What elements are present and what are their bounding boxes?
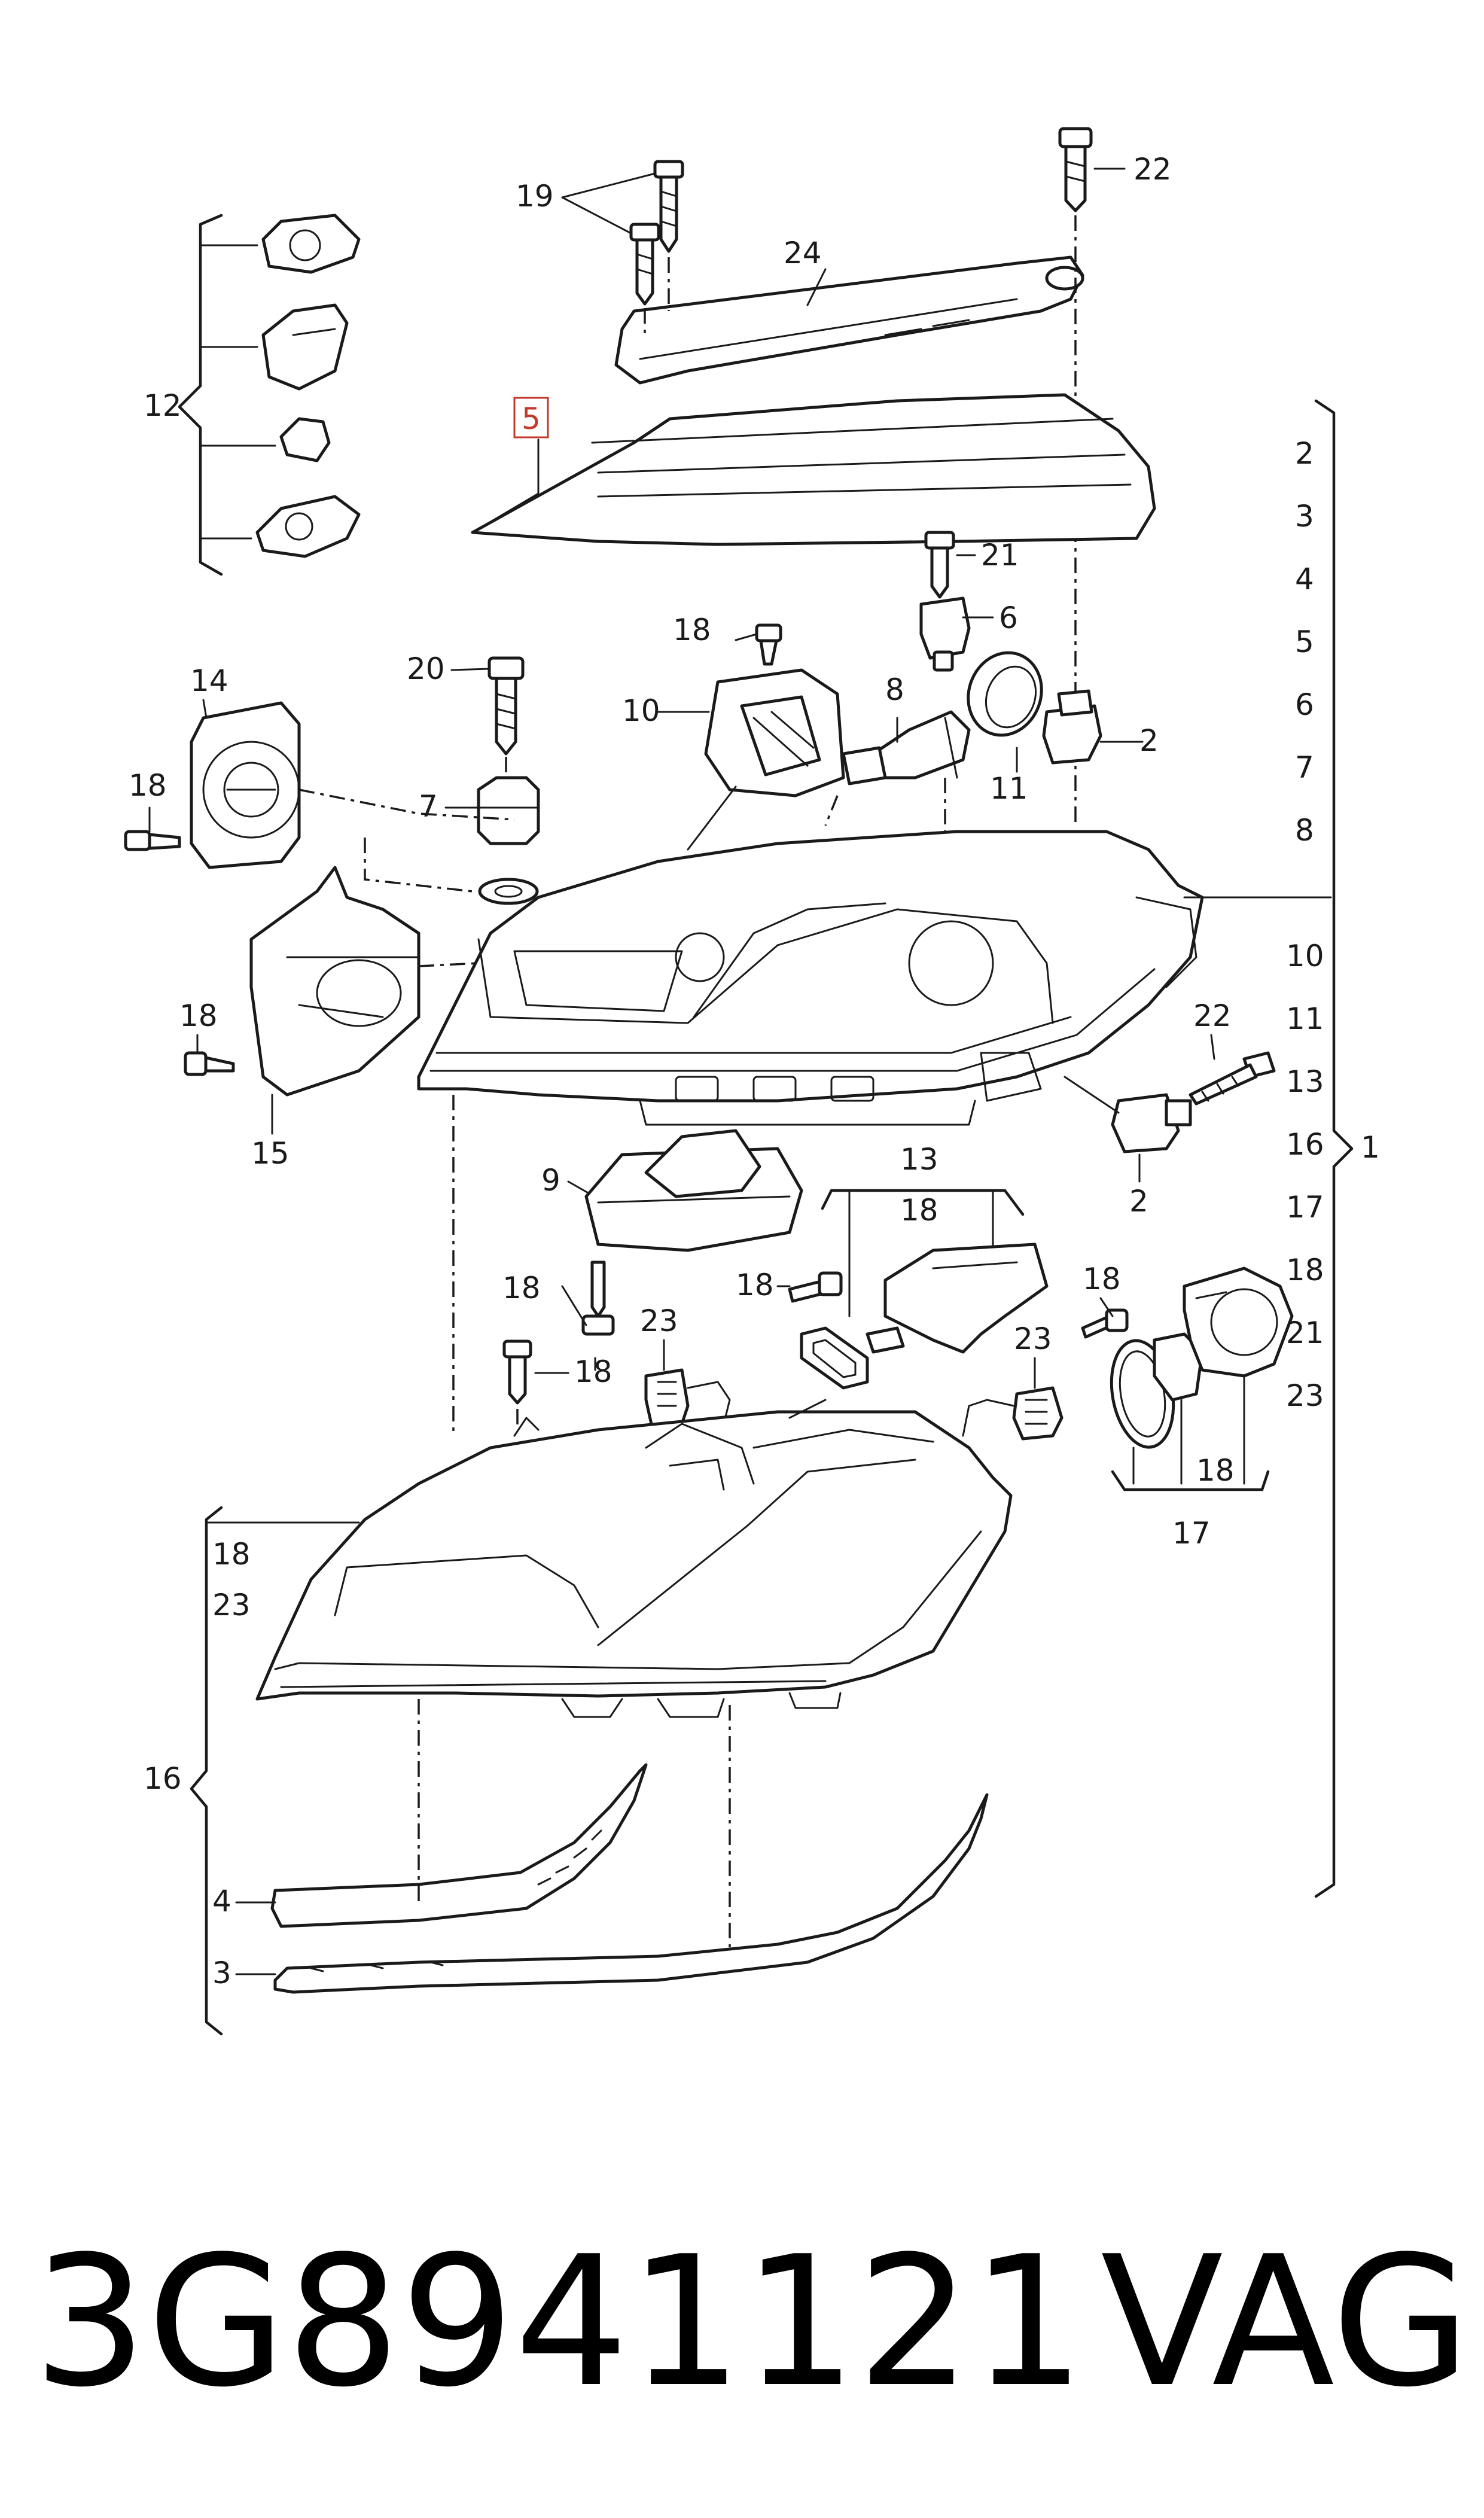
ref-item: 23 xyxy=(1286,1378,1324,1413)
callout-21: 21 xyxy=(981,538,1019,573)
callout-18-f: 18 xyxy=(1083,1262,1121,1296)
callout-1: 1 xyxy=(1361,1130,1380,1165)
callout-16-left: 16 xyxy=(144,1761,182,1796)
screw-18-top xyxy=(755,623,782,666)
callout-2-b: 2 xyxy=(1129,1184,1148,1219)
callout-23-b: 23 xyxy=(1014,1322,1052,1356)
brace-12 xyxy=(178,214,223,576)
bulb-8 xyxy=(842,710,971,785)
callout-22-top: 22 xyxy=(1133,152,1172,187)
brace-13 xyxy=(821,1189,1025,1216)
cap-7 xyxy=(477,776,540,905)
screw-18-kit-a xyxy=(788,1271,843,1303)
ref-item: 8 xyxy=(1295,813,1314,848)
callout-2-a: 2 xyxy=(1139,723,1159,758)
adjuster-2-lower xyxy=(1111,1093,1192,1153)
ballast-17 xyxy=(1153,1332,1204,1402)
callout-18-c: 18 xyxy=(179,998,218,1033)
callout-18-d: 18 xyxy=(900,1193,938,1228)
callout-24: 24 xyxy=(784,236,822,270)
callout-12: 12 xyxy=(144,388,182,423)
callout-18-e: 18 xyxy=(736,1268,774,1302)
callout-6: 6 xyxy=(999,601,1018,635)
callout-18-h: 18 xyxy=(574,1354,613,1389)
screw-19-b xyxy=(629,223,660,306)
callout-13: 13 xyxy=(900,1142,938,1177)
brace-16-left xyxy=(190,1506,223,2036)
ref-item: 4 xyxy=(1295,562,1314,596)
housing-15 xyxy=(249,866,420,1097)
brace-1-right xyxy=(1314,399,1354,1898)
ref-item: 21 xyxy=(1286,1316,1324,1350)
trim-strip-4 xyxy=(270,1763,648,1928)
lens-cover-5 xyxy=(471,393,1156,546)
brace-17 xyxy=(1111,1470,1270,1491)
reference-list: 2 3 4 5 6 7 8 10 11 13 16 17 18 21 23 xyxy=(1286,436,1324,1413)
brand-name: VAG xyxy=(1101,2218,1470,2426)
callout-19: 19 xyxy=(516,179,554,214)
callout-18-b: 18 xyxy=(129,768,167,803)
screw-19-a xyxy=(653,160,684,253)
screw-18-lower-left xyxy=(184,1051,235,1076)
headlight-housing-16 xyxy=(255,1410,1013,1718)
callout-18-left: 18 xyxy=(212,1537,251,1572)
screw-21 xyxy=(924,531,955,599)
screw-22-top xyxy=(1058,127,1093,212)
connector-23-right xyxy=(962,1386,1064,1441)
callout-15: 15 xyxy=(251,1136,290,1171)
callout-3: 3 xyxy=(212,1956,231,1990)
control-unit-9 xyxy=(584,1129,803,1252)
ref-item: 2 xyxy=(1295,436,1314,471)
ref-item: 13 xyxy=(1286,1064,1324,1099)
callout-18-i: 18 xyxy=(1196,1453,1235,1488)
callout-18-g: 18 xyxy=(502,1271,541,1305)
callout-23-left: 23 xyxy=(212,1588,251,1622)
callout-23-a: 23 xyxy=(640,1304,678,1338)
part-number: 3G8941121 xyxy=(33,2218,1085,2426)
ref-item: 7 xyxy=(1295,750,1314,785)
headlight-assembly-1 xyxy=(417,830,1204,1126)
callout-7: 7 xyxy=(419,789,438,824)
callout-17: 17 xyxy=(1172,1516,1211,1551)
highlight-box-5 xyxy=(513,397,549,439)
bracket-24 xyxy=(614,255,1084,385)
ref-item: 3 xyxy=(1295,499,1314,534)
callout-4: 4 xyxy=(212,1884,231,1919)
callout-10: 10 xyxy=(622,693,660,728)
ballast-housing-18 xyxy=(1183,1266,1294,1378)
screw-20 xyxy=(487,656,525,756)
bulb-socket-6 xyxy=(919,596,971,672)
ref-item: 18 xyxy=(1286,1253,1324,1287)
module-14 xyxy=(190,701,301,869)
callout-8: 8 xyxy=(885,672,904,707)
adjuster-2-upper xyxy=(1042,689,1102,765)
gasket-13 xyxy=(800,1326,869,1390)
screw-18-lower-mid xyxy=(502,1339,532,1405)
callout-14: 14 xyxy=(190,663,228,698)
ref-item: 17 xyxy=(1286,1190,1324,1225)
screw-18-left xyxy=(124,830,181,851)
cap-11 xyxy=(967,651,1043,737)
screw-18-mid xyxy=(581,1260,615,1336)
ref-item: 16 xyxy=(1286,1127,1324,1162)
ballast-cover-10 xyxy=(704,668,845,797)
ref-item: 5 xyxy=(1295,625,1314,659)
ref-item: 10 xyxy=(1286,939,1324,973)
callout-5: 5 xyxy=(522,401,541,436)
ref-item: 11 xyxy=(1286,1001,1324,1036)
callout-20: 20 xyxy=(407,651,445,686)
callout-11: 11 xyxy=(990,771,1028,806)
callout-22-mid: 22 xyxy=(1193,998,1232,1033)
trim-strip-3 xyxy=(273,1793,989,1994)
bracket-kit-12 xyxy=(255,214,361,558)
clip-18-kit xyxy=(866,1326,905,1354)
ref-item: 6 xyxy=(1295,687,1314,722)
callout-18-a: 18 xyxy=(673,613,711,647)
screw-22-mid xyxy=(1189,1051,1276,1106)
bracket-13 xyxy=(883,1243,1049,1354)
callout-9: 9 xyxy=(541,1163,560,1198)
